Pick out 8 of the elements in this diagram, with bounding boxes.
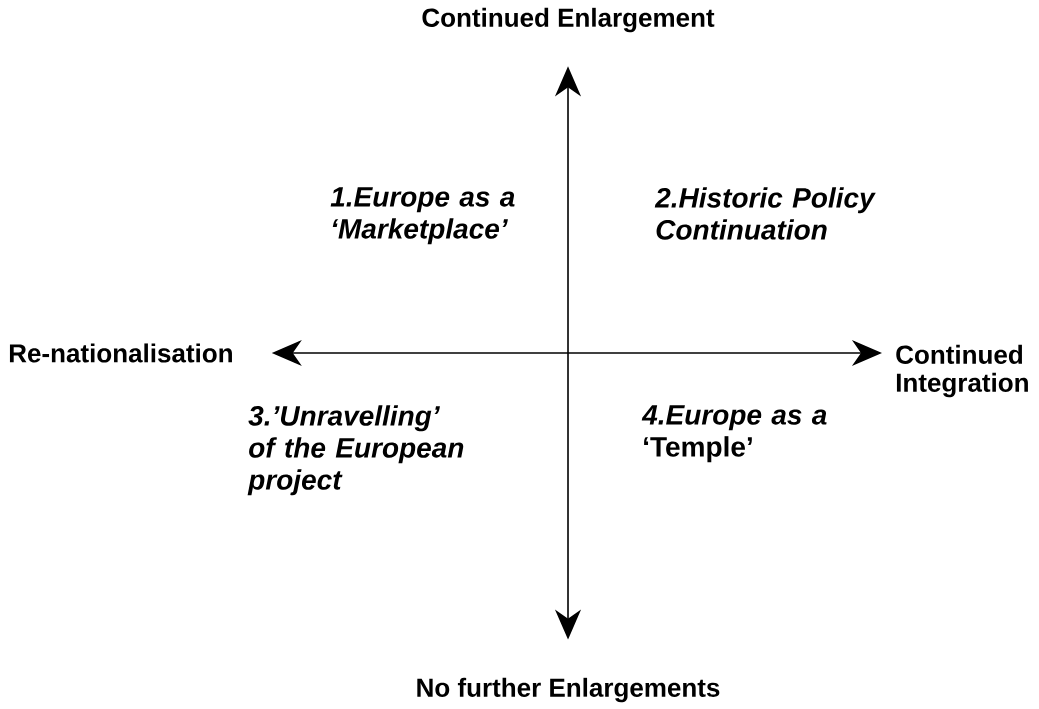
- axis-label: Continued Enlargement: [422, 7, 715, 33]
- quadrant-label: 2.Historic Policy Continuation: [654, 187, 876, 240]
- axis-label: Continued Integration: [896, 344, 1028, 398]
- axis-label: No further Enlargements: [417, 677, 720, 703]
- quadrant-label: 4.Europe as a ‘Temple’: [641, 405, 827, 463]
- quadrant-label: 3.’Unravelling’ of the European project: [247, 405, 464, 496]
- quadrant-label: 1.Europe as a ‘Marketplace’: [330, 187, 515, 245]
- axis-label: Re-nationalisation: [9, 343, 232, 363]
